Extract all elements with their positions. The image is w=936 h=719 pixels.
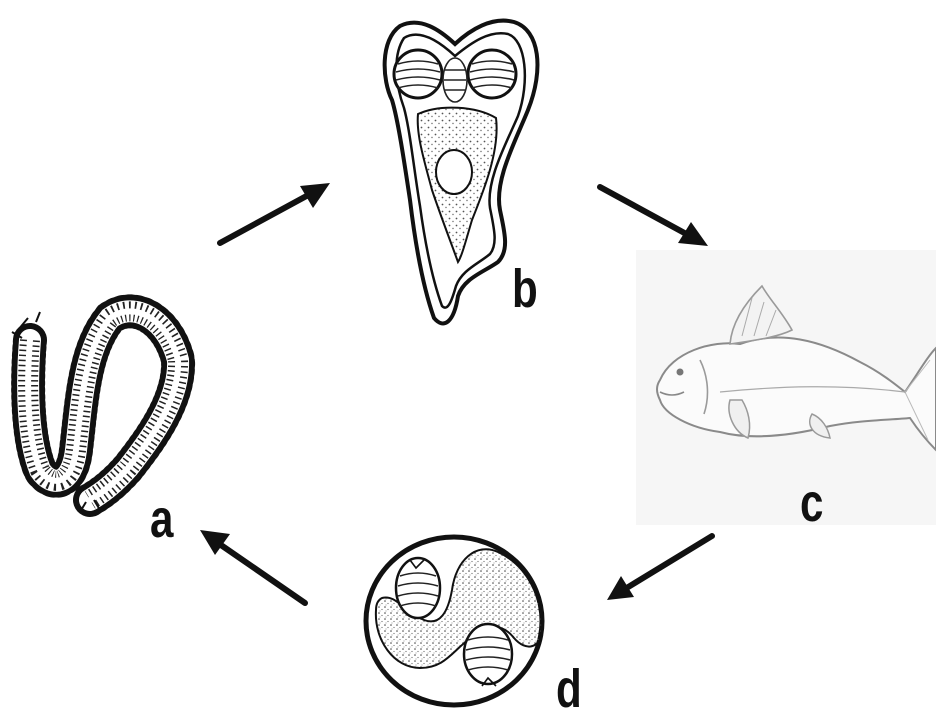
fish-host-icon: [636, 250, 936, 525]
stage-label-a: a: [150, 492, 173, 546]
arrow-a-to-b: [220, 183, 330, 243]
arrow-d-to-a: [200, 530, 305, 603]
stage-label-c: c: [800, 476, 823, 530]
stage-label-d: d: [556, 662, 582, 716]
arrow-c-to-d: [607, 536, 712, 600]
segmented-worm-icon: [12, 311, 178, 512]
stage-label-b: b: [512, 262, 538, 316]
arrow-b-to-c: [600, 187, 708, 246]
cyst-icon: [366, 537, 542, 705]
